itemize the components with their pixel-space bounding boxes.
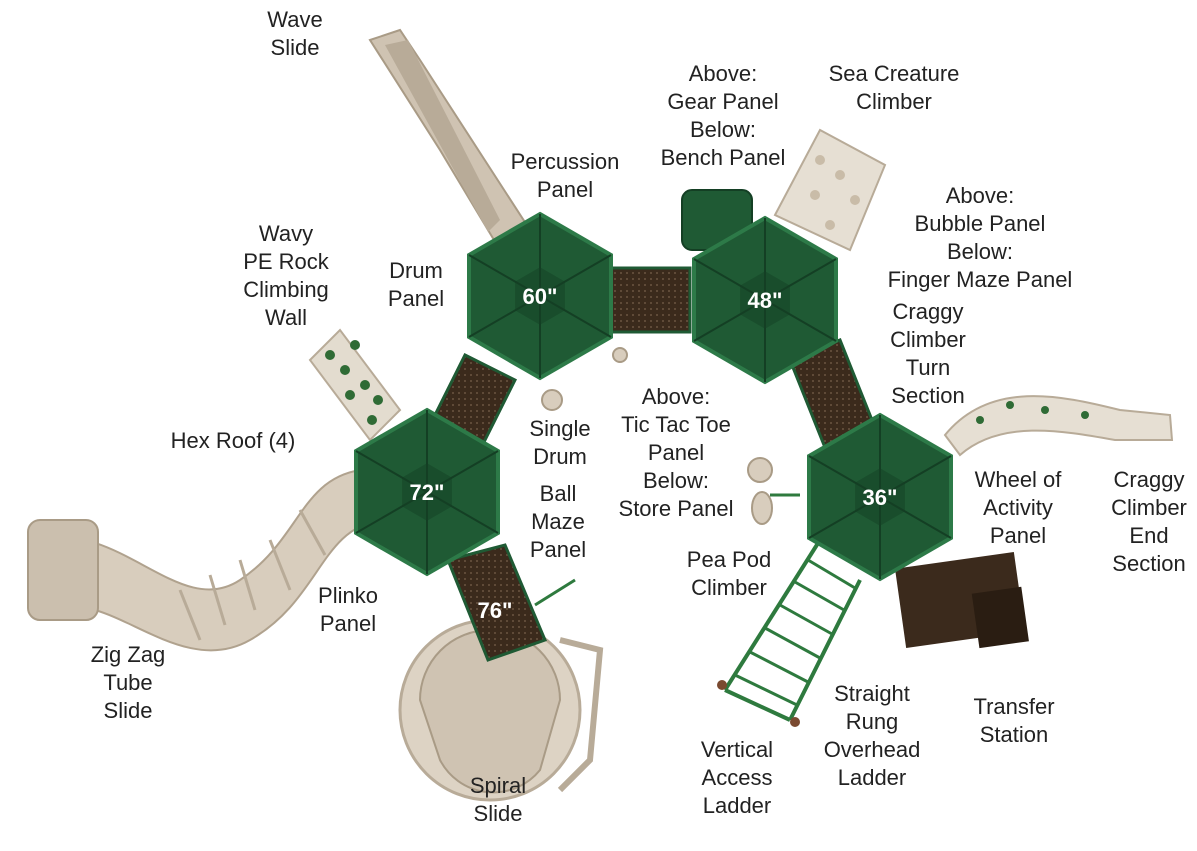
label-tic-tac-store-panel: Above: Tic Tac Toe Panel Below: Store Pa…: [618, 384, 734, 521]
roof-60: 60": [467, 211, 613, 381]
label-sea-creature-climber: Sea Creature Climber: [828, 61, 960, 114]
pea-pod-climber: [747, 457, 800, 525]
roof-height-label: 60": [523, 284, 558, 309]
hex-roof-cap: [515, 267, 565, 325]
roof-height-label: 48": [748, 288, 783, 313]
wavy-rock-wall: [308, 328, 402, 442]
roof-48: 48": [692, 215, 838, 385]
label-straight-rung-ladder: Straight Rung Overhead Ladder: [823, 681, 921, 790]
wave-slide: [368, 28, 532, 252]
label-plinko-panel: Plinko Panel: [318, 583, 378, 636]
straight-rung-overhead-ladder: [717, 538, 862, 727]
label-percussion-panel: Percussion Panel: [510, 149, 620, 202]
label-vertical-access-ladder: Vertical Access Ladder: [700, 737, 774, 818]
label-craggy-turn: Craggy Climber Turn Section: [890, 299, 966, 408]
roof-height-label: 36": [863, 485, 898, 510]
spiral-slide: [398, 618, 604, 802]
single-drum: [541, 347, 628, 411]
hex-roof-cap: [855, 468, 905, 526]
label-spiral-slide: Spiral Slide: [469, 773, 527, 826]
roof-36: 36": [807, 412, 953, 582]
roof-height-label: 72": [410, 480, 445, 505]
label-transfer-station: Transfer Station: [973, 694, 1055, 747]
label-zig-zag-slide: Zig Zag Tube Slide: [90, 642, 166, 723]
hex-roofs: 60" 48" 72" 36": [354, 211, 953, 582]
roof-72: 72": [354, 407, 500, 577]
hex-roof-cap: [402, 463, 452, 521]
hex-roof-cap: [740, 271, 790, 329]
sea-creature-climber: [773, 128, 887, 252]
label-wave-slide: Wave Slide: [267, 7, 323, 60]
label-ball-maze-panel: Ball Maze Panel: [529, 481, 587, 562]
label-wheel-activity-panel: Wheel of Activity Panel: [974, 467, 1062, 548]
transfer-station: [895, 552, 1029, 649]
label-gear-bench-panel: Above: Gear Panel Below: Bench Panel: [660, 61, 786, 170]
label-craggy-end: Craggy Climber End Section: [1111, 467, 1187, 576]
deck-height-label: 76": [478, 598, 513, 623]
label-wavy-rock-wall: Wavy PE Rock Climbing Wall: [243, 221, 329, 330]
label-single-drum: Single Drum: [529, 416, 591, 469]
label-drum-panel: Drum Panel: [387, 258, 445, 311]
label-hex-roof: Hex Roof (4): [170, 428, 296, 453]
label-bubble-finger-maze-panel: Above: Bubble Panel Below: Finger Maze P…: [887, 183, 1073, 292]
label-pea-pod-climber: Pea Pod Climber: [686, 547, 772, 600]
craggy-climber: [943, 395, 1174, 457]
